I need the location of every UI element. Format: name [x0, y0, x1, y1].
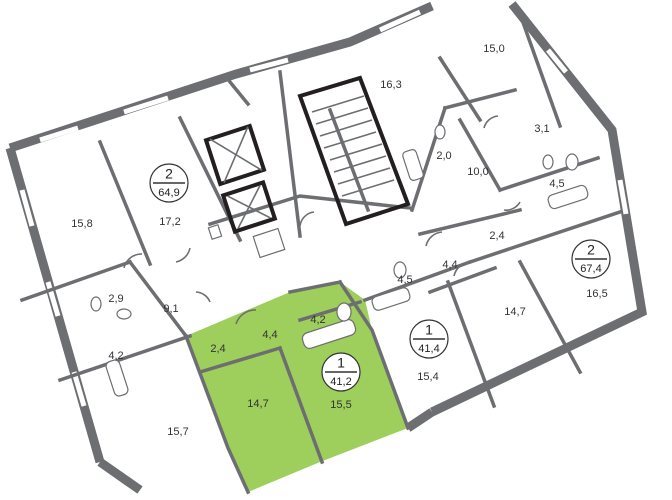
- room-label: 16,5: [586, 288, 607, 300]
- room-label: 15,4: [417, 371, 438, 383]
- room-label: 4,4: [262, 329, 277, 341]
- room-label: 15,7: [167, 426, 188, 438]
- apartment-area: 67,4: [580, 263, 601, 275]
- apartment-number: 1: [425, 322, 433, 338]
- room-labels: 15,0 16,3 3,1 2,0 10,0 4,5 15,8 17,2 2,4…: [71, 43, 607, 438]
- room-label: 17,2: [159, 216, 180, 228]
- room-label: 2,4: [489, 230, 504, 242]
- stairwell: [297, 75, 411, 227]
- room-label: 4,2: [108, 350, 123, 362]
- room-label: 2,4: [210, 343, 225, 355]
- apartment-badge[interactable]: 1 41,2: [321, 352, 361, 392]
- room-label: 16,3: [380, 79, 401, 91]
- room-label: 14,7: [247, 398, 268, 410]
- room-label: 2,0: [436, 150, 451, 162]
- apartment-badge[interactable]: 1 41,4: [409, 319, 449, 359]
- room-label: 15,8: [71, 218, 92, 230]
- apartment-area: 41,4: [418, 343, 439, 355]
- apartment-1-selected[interactable]: [186, 282, 408, 492]
- room-label: 14,7: [504, 306, 525, 318]
- room-label: 15,5: [330, 399, 351, 411]
- room-label: 3,1: [534, 123, 549, 135]
- bathroom-fixtures: [90, 124, 589, 397]
- apartment-area: 41,2: [330, 376, 351, 388]
- apartment-number: 2: [165, 166, 173, 182]
- apartment-badge[interactable]: 2 67,4: [571, 239, 611, 279]
- room-label: 4,4: [442, 259, 457, 271]
- room-label: 10,0: [467, 166, 488, 178]
- doors: [123, 115, 521, 325]
- room-label: 9,1: [163, 303, 178, 315]
- elevator-shafts: [203, 123, 278, 235]
- apartment-number: 1: [337, 355, 345, 371]
- apartment-area: 64,9: [158, 187, 179, 199]
- room-label: 4,5: [549, 178, 564, 190]
- room-label: 4,5: [397, 274, 412, 286]
- apartment-badge[interactable]: 2 64,9: [149, 163, 189, 203]
- room-label: 4,2: [310, 314, 325, 326]
- windows: [19, 9, 629, 407]
- interior-walls: [19, 11, 623, 495]
- room-label: 15,0: [483, 43, 504, 55]
- room-label: 2,9: [108, 293, 123, 305]
- apartment-number: 2: [587, 242, 595, 258]
